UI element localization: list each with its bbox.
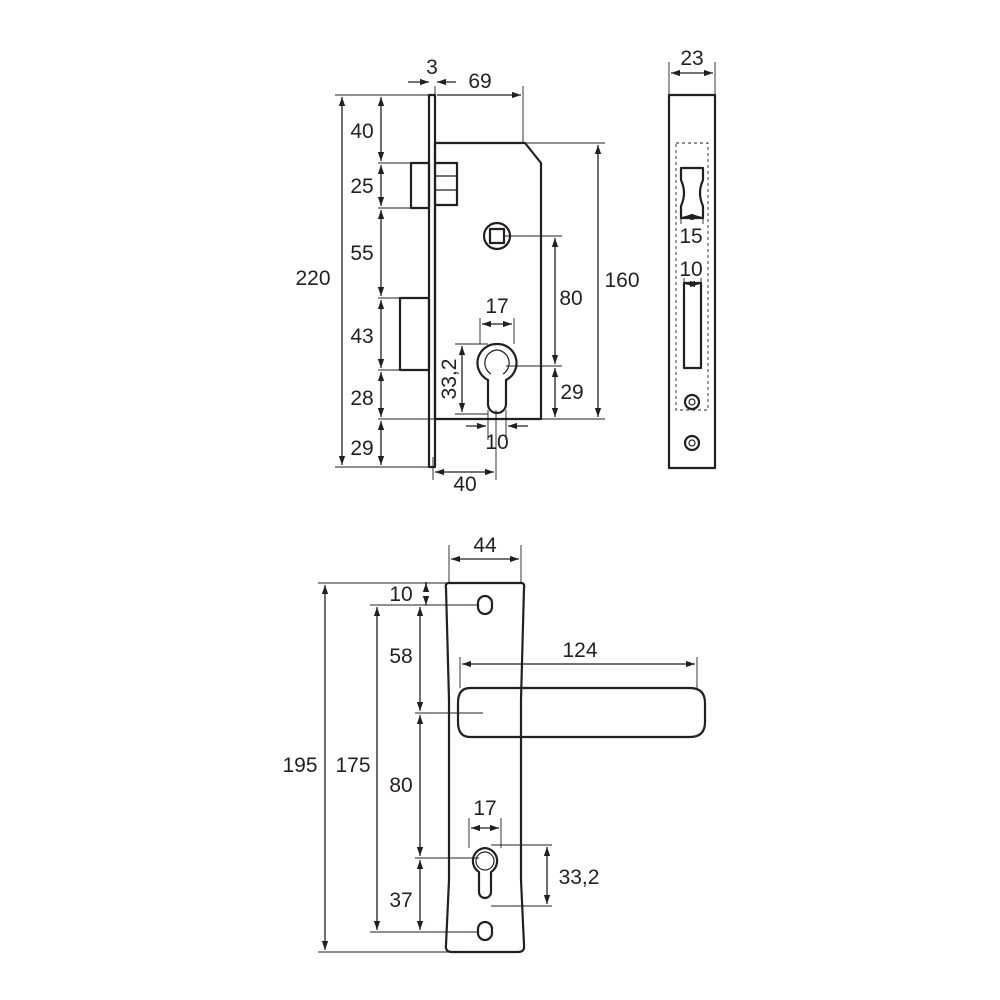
screw-hole-lower — [683, 434, 701, 452]
cylinder-hole — [476, 342, 518, 415]
faceplate — [667, 93, 717, 470]
latch-opening — [679, 166, 705, 220]
dim-label-lever-cylinder: 80 — [389, 774, 412, 797]
dim-label-cylinder-height: 33,2 — [438, 359, 461, 400]
dim-label-spindle-cylinder: 80 — [559, 287, 582, 310]
dim-label-latch-bolt: 55 — [350, 242, 373, 265]
dim-label-slot: 10 — [485, 431, 508, 454]
dim-label-plate-width: 44 — [473, 534, 497, 557]
dim-label-top-screw: 10 — [389, 583, 412, 606]
dim-label-cylinder-width: 17 — [485, 295, 508, 318]
latch-bolt — [409, 161, 431, 210]
dim-label-bottom: 29 — [350, 437, 373, 460]
lever-handle — [456, 686, 707, 739]
dim-label-bolt-bottom: 28 — [350, 387, 373, 410]
dead-bolt — [398, 296, 431, 372]
dim-label-handle-cyl-height: 33,2 — [559, 866, 600, 889]
spindle-square — [488, 227, 506, 245]
dim-label-latch: 25 — [350, 175, 373, 198]
dim-label-handle-total: 195 — [282, 754, 317, 777]
dim-label-case-height: 160 — [604, 269, 639, 292]
latch-inner — [435, 161, 459, 207]
dim-label-depth: 69 — [468, 70, 491, 93]
dim-label-cylinder-bottom: 29 — [560, 381, 583, 404]
dim-label-cylinder-screw: 37 — [389, 889, 412, 912]
dim-label-faceplate-width: 23 — [680, 47, 703, 70]
dim-label-faceplate: 3 — [426, 56, 438, 79]
bolt-slot — [682, 281, 703, 370]
dim-label-total-height: 220 — [295, 267, 330, 290]
dim-label-handle-cyl-width: 17 — [473, 797, 496, 820]
dim-label-screw-spacing: 175 — [335, 754, 370, 777]
handle-backplate — [444, 581, 526, 954]
lock-case — [433, 141, 543, 421]
dim-label-backset: 40 — [453, 473, 476, 496]
dim-label-bolt: 43 — [350, 325, 373, 348]
handle-view: 44 124 10 195 175 58 80 37 17 33,2 — [282, 534, 707, 954]
lock-body-view: 3 69 220 40 25 55 43 28 29 160 80 29 17 … — [295, 56, 639, 496]
dim-label-bolt-slot: 10 — [679, 258, 702, 281]
screw-slot-bottom — [476, 920, 494, 942]
screw-hole-upper — [683, 393, 701, 411]
faceplate-view: 23 15 10 — [667, 47, 717, 470]
handle-cylinder-hole — [471, 846, 499, 900]
dim-label-screw-lever: 58 — [389, 645, 412, 668]
screw-slot-top — [476, 594, 494, 616]
dim-label-top-latch: 40 — [350, 120, 373, 143]
dim-label-lever-length: 124 — [562, 639, 597, 662]
dim-label-latch-gap: 15 — [679, 225, 702, 248]
